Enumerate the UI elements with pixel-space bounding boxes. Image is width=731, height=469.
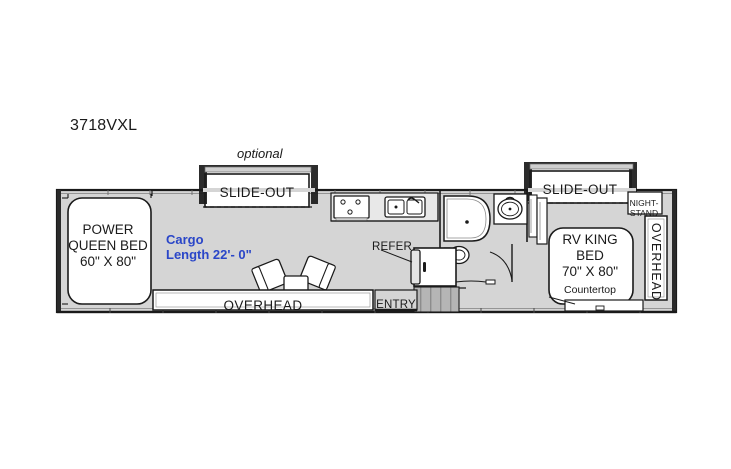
power-queen-bed-shape <box>67 197 152 305</box>
front-wall <box>57 190 61 312</box>
rear-wall <box>672 190 676 312</box>
cooktop-shape <box>333 195 370 219</box>
overhead-bottom-shape <box>152 289 374 311</box>
kitchen-area <box>330 192 439 222</box>
rear-dresser <box>564 299 644 312</box>
fridge-handle-icon <box>423 262 426 272</box>
nightstand-shape <box>627 191 663 215</box>
slide-out-right-shape <box>524 162 637 204</box>
bathroom-area <box>439 190 538 289</box>
refrigerator-door <box>410 249 421 285</box>
refer-leader-line <box>380 249 413 263</box>
rear-wardrobe <box>536 197 548 245</box>
hallway-floor <box>413 286 460 313</box>
linen-cabinet <box>528 194 538 238</box>
corner-shower-shape <box>443 195 491 242</box>
slide-out-left-shape <box>199 165 318 208</box>
rear-bedroom <box>536 191 668 312</box>
rv-king-bed-shape <box>548 227 634 305</box>
front-bedroom <box>62 190 153 305</box>
refrigerator-shape <box>380 247 457 287</box>
bath-door-swing <box>489 251 513 281</box>
recliner-chairs-shape <box>251 255 336 294</box>
entry-door-shape <box>374 289 418 312</box>
bed-wall-marks <box>62 194 152 305</box>
bath-faucet-icon <box>505 196 515 200</box>
shower-drain-icon <box>465 220 469 224</box>
